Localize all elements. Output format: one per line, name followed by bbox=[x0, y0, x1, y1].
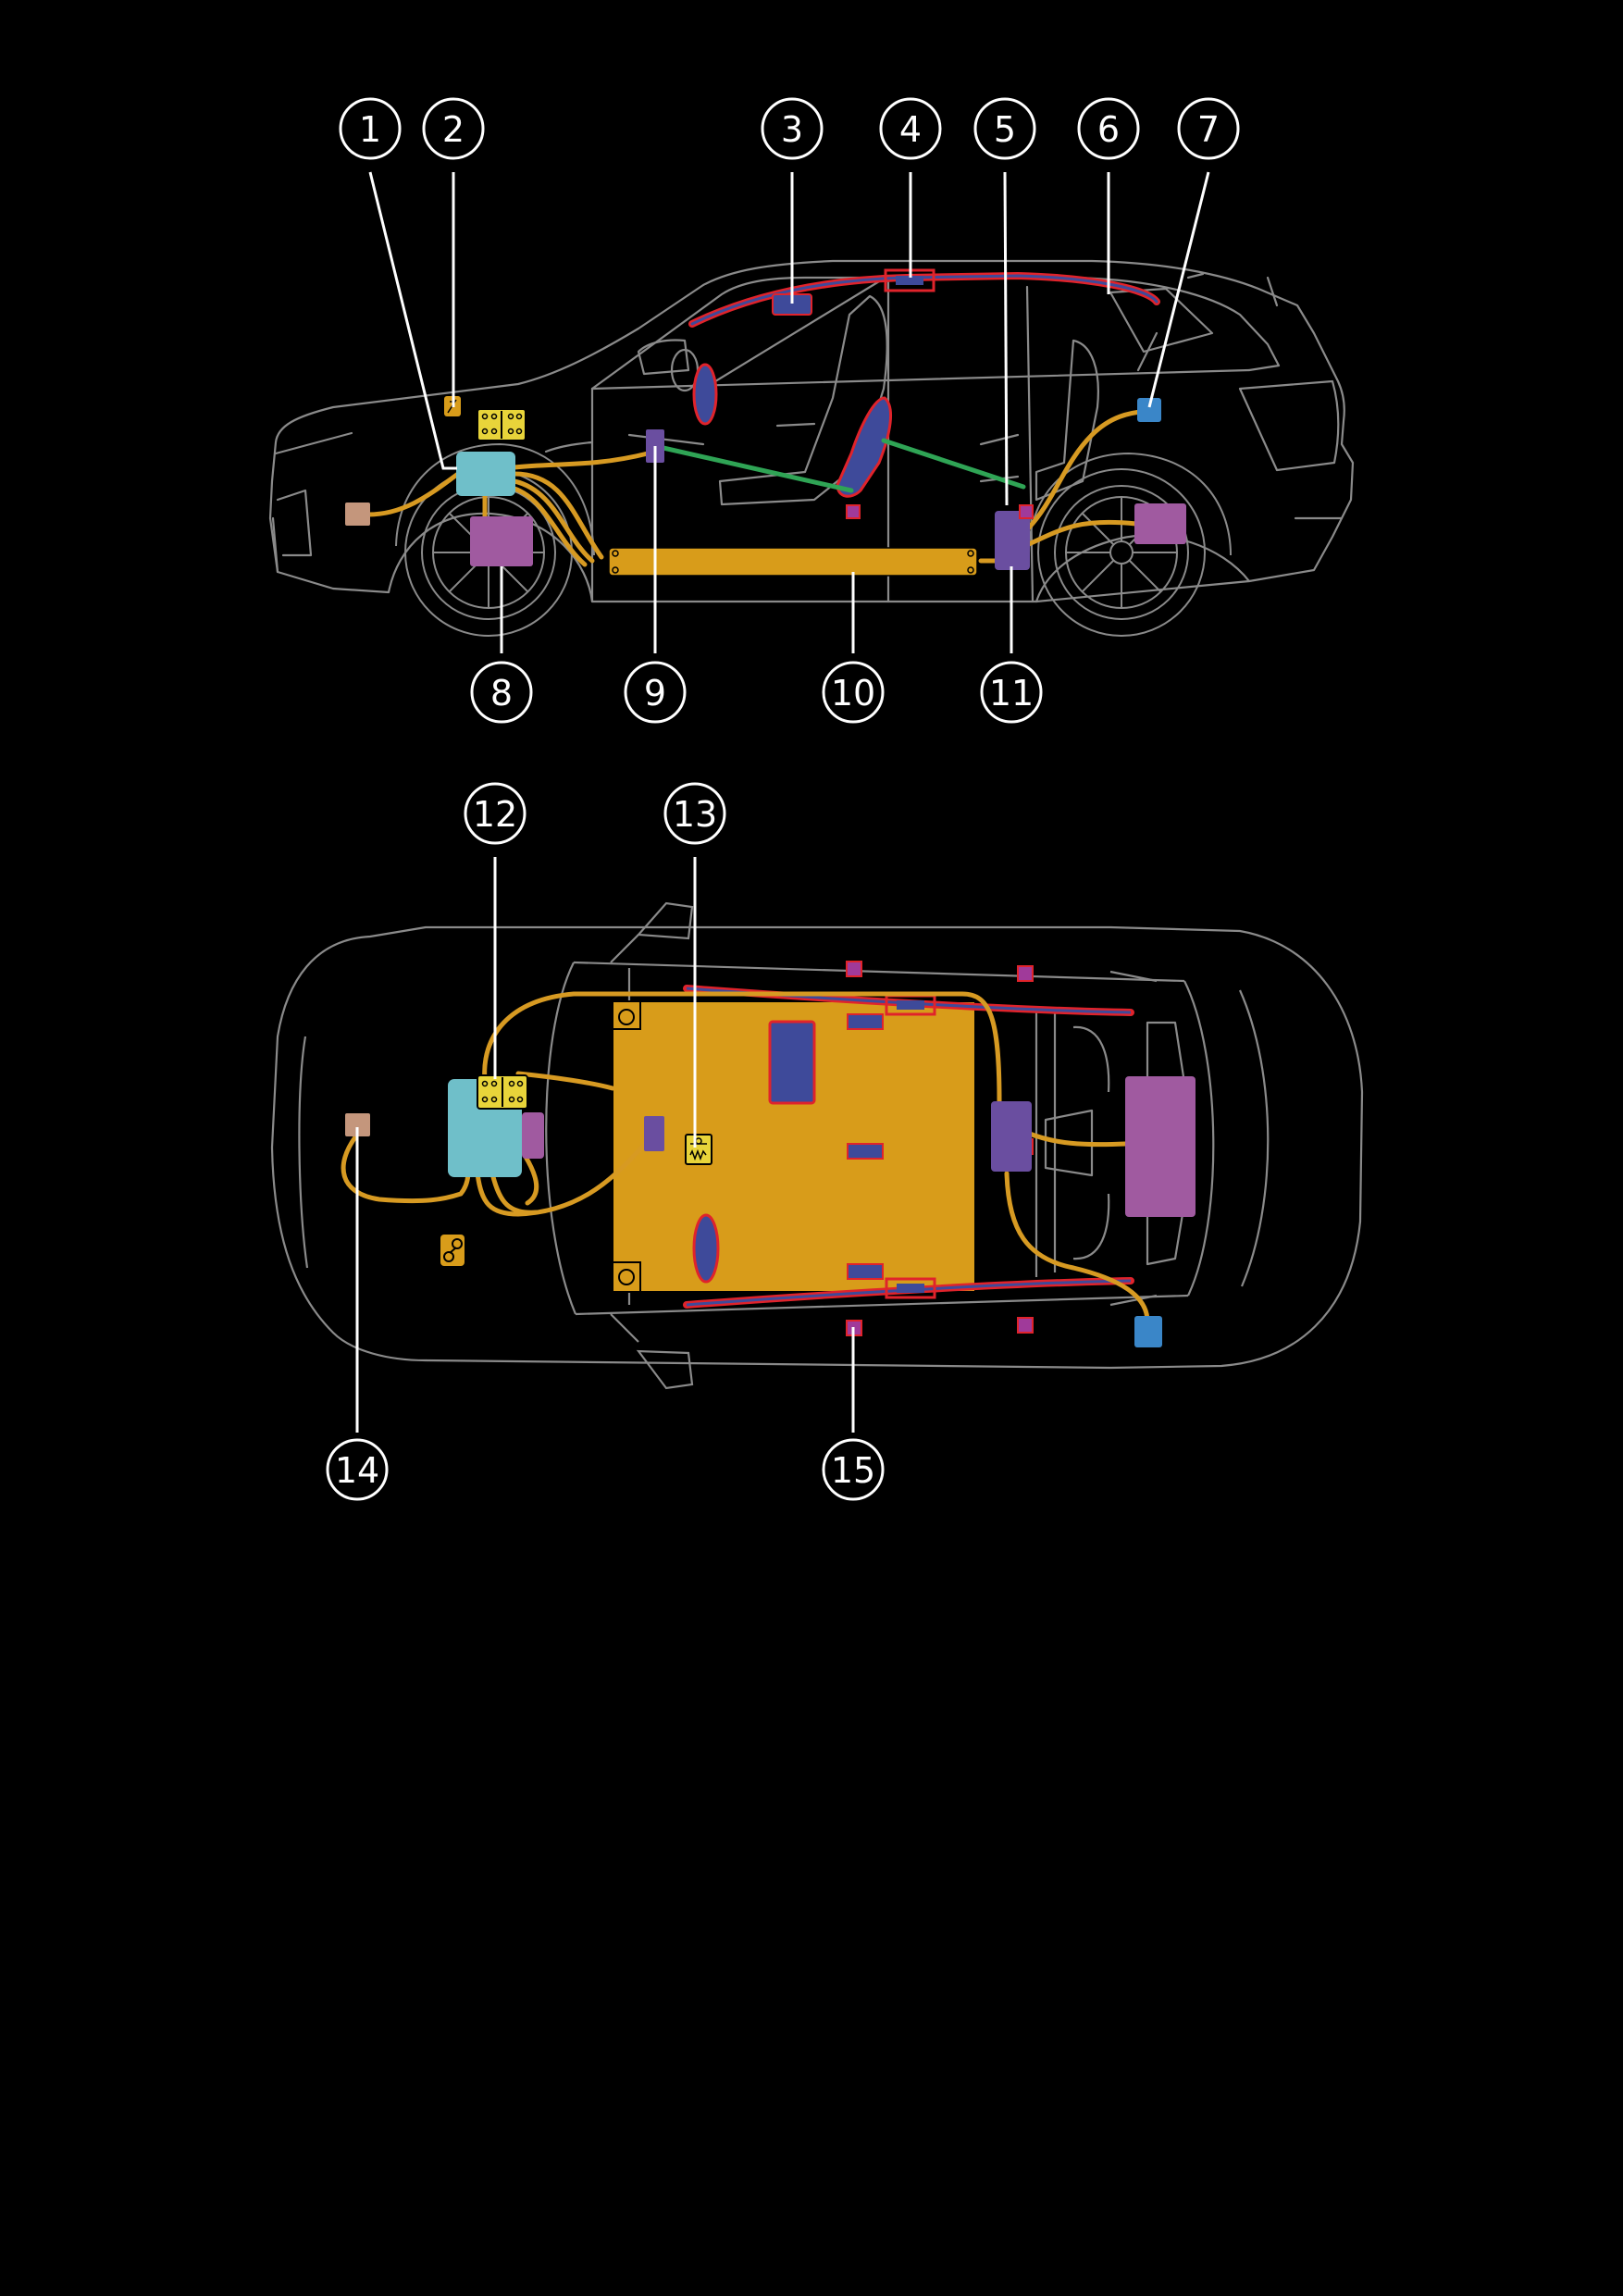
side-hv-cables bbox=[365, 408, 1150, 567]
side-curtain-airbag bbox=[688, 271, 1160, 328]
seatbelt-pretensioner-line bbox=[652, 438, 1026, 493]
callout-leaders bbox=[355, 171, 1210, 1433]
callout-10 bbox=[822, 661, 885, 724]
callout-label-11: 11 bbox=[989, 673, 1034, 714]
front-connector-top bbox=[345, 1113, 370, 1136]
callout-3 bbox=[761, 97, 824, 160]
callout-label-14: 14 bbox=[335, 1450, 379, 1491]
callout-label-12: 12 bbox=[473, 794, 517, 835]
charge-port-side bbox=[1137, 398, 1161, 422]
callout-label-1: 1 bbox=[359, 109, 381, 150]
callout-circles bbox=[326, 97, 1240, 1501]
callout-label-8: 8 bbox=[490, 673, 513, 714]
callout-label-10: 10 bbox=[831, 673, 875, 714]
callout-14 bbox=[326, 1438, 389, 1501]
side-rear-wheel bbox=[1028, 452, 1232, 637]
callout-label-6: 6 bbox=[1097, 109, 1120, 150]
rear-motor-top bbox=[1125, 1076, 1196, 1217]
front-motor bbox=[470, 516, 533, 566]
charge-port-top bbox=[1134, 1316, 1162, 1347]
callout-1 bbox=[339, 97, 402, 160]
left-mirror-top bbox=[636, 901, 694, 940]
callout-label-9: 9 bbox=[644, 673, 666, 714]
callout-label-15: 15 bbox=[831, 1450, 875, 1491]
rear-motor bbox=[1134, 503, 1186, 544]
12v-battery-top bbox=[440, 1235, 465, 1266]
sensor-top-2 bbox=[1017, 965, 1034, 982]
top-view bbox=[270, 901, 1364, 1390]
pillar-sensor-side bbox=[1019, 504, 1034, 519]
sensor-top-4 bbox=[1017, 1317, 1034, 1334]
dcdc-converter-top bbox=[644, 1116, 664, 1151]
rear-inverter-top bbox=[991, 1101, 1032, 1172]
right-mirror-top bbox=[636, 1349, 694, 1390]
front-motor-top bbox=[522, 1112, 544, 1159]
callout-label-5: 5 bbox=[994, 109, 1016, 150]
fuse-box-side bbox=[477, 408, 527, 441]
callout-4 bbox=[879, 97, 942, 160]
callout-label-13: 13 bbox=[673, 794, 717, 835]
callout-15 bbox=[822, 1438, 885, 1501]
rear-inverter bbox=[995, 511, 1030, 570]
callout-13 bbox=[663, 782, 726, 845]
driver-airbag-top bbox=[692, 1213, 720, 1284]
callout-label-2: 2 bbox=[442, 109, 465, 150]
callout-7 bbox=[1177, 97, 1240, 160]
side-view bbox=[268, 259, 1355, 637]
front-connector bbox=[345, 503, 370, 526]
callout-5 bbox=[973, 97, 1036, 160]
callout-label-7: 7 bbox=[1197, 109, 1220, 150]
callout-9 bbox=[624, 661, 687, 724]
seat-airbag-top-3 bbox=[847, 1263, 884, 1280]
callout-2 bbox=[422, 97, 485, 160]
callout-label-4: 4 bbox=[899, 109, 922, 150]
power-distribution-unit bbox=[456, 452, 515, 496]
callout-6 bbox=[1077, 97, 1140, 160]
front-passenger-airbag bbox=[768, 1020, 816, 1105]
top-hv-cables bbox=[341, 991, 1150, 1324]
callout-8 bbox=[470, 661, 533, 724]
steering-airbag bbox=[692, 363, 718, 426]
seat-airbag-top-1 bbox=[847, 1013, 884, 1030]
b-pillar-sensor bbox=[846, 504, 861, 519]
fuse-box-top bbox=[477, 1074, 528, 1110]
sensor-top-1 bbox=[846, 961, 862, 977]
callout-label-3: 3 bbox=[781, 109, 803, 150]
callout-12 bbox=[464, 782, 527, 845]
callout-11 bbox=[980, 661, 1043, 724]
callout-labels: 1 2 3 4 5 6 7 8 9 10 11 12 13 14 15 bbox=[335, 109, 1220, 1491]
service-disconnect-top bbox=[685, 1134, 712, 1165]
seat-side-airbag bbox=[836, 396, 892, 498]
hv-battery-side bbox=[608, 547, 978, 577]
gas-inflator-top-right bbox=[885, 1277, 936, 1299]
seat-airbag-top-2 bbox=[847, 1143, 884, 1160]
